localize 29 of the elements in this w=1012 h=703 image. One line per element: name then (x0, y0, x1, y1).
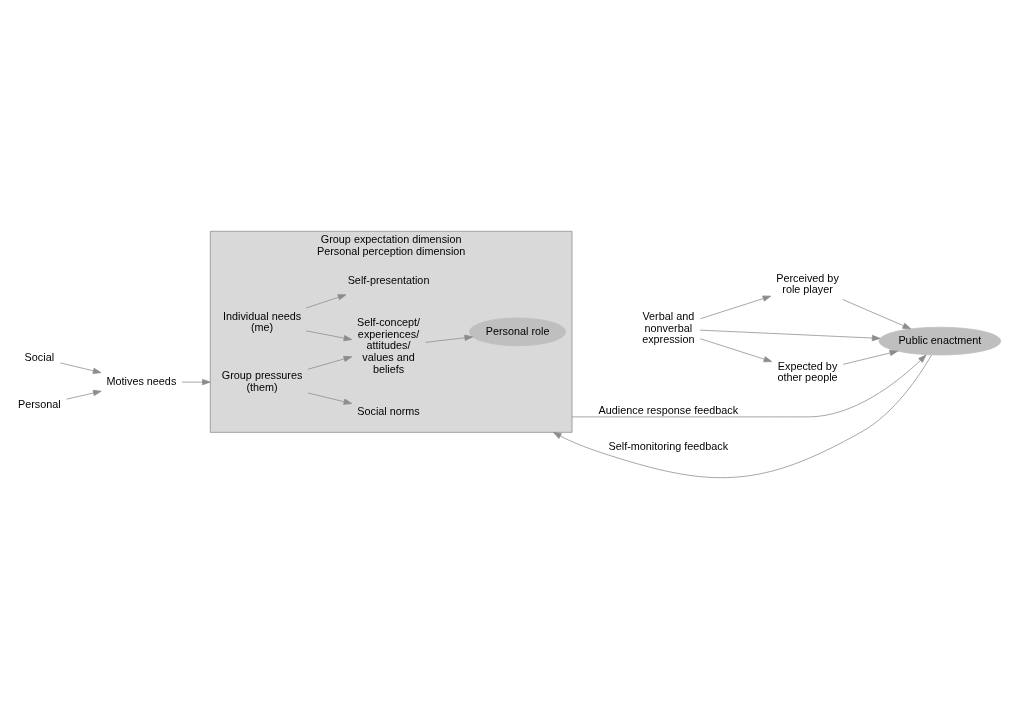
node-text: Expected by other people (776, 359, 838, 384)
arrow (307, 392, 352, 405)
arrow (842, 349, 898, 365)
arrow (699, 329, 880, 342)
arrow (699, 295, 771, 320)
node-text: Self-presentation (347, 273, 429, 286)
node-text: Personal (17, 398, 61, 411)
node-text: Verbal and nonverbal expression (641, 309, 694, 346)
node-text: Motives needs (106, 374, 176, 387)
arrow (552, 354, 932, 478)
arrow (841, 299, 911, 330)
node-text: Self-concept/ experiences/ attitudes/ values and beliefs (356, 316, 420, 375)
node-ellipse: Personal role (468, 317, 566, 347)
arrow (307, 355, 352, 370)
arrow (65, 389, 102, 400)
arrow (424, 334, 473, 343)
edge-label: Self-monitoring feedback (608, 439, 728, 452)
node-text: Social norms (356, 405, 420, 418)
arrow (699, 338, 772, 363)
arrow (181, 379, 211, 386)
node-text: Social (24, 350, 54, 363)
node-text: Individual needs (me) (222, 309, 301, 334)
node-text: Perceived by role player (775, 271, 839, 296)
edge-label: Audience response feedback (598, 403, 738, 416)
arrow (305, 330, 352, 342)
arrow (59, 362, 101, 374)
node-text: Group pressures (them) (221, 369, 302, 393)
arrow (305, 294, 346, 309)
arrow (571, 354, 926, 418)
